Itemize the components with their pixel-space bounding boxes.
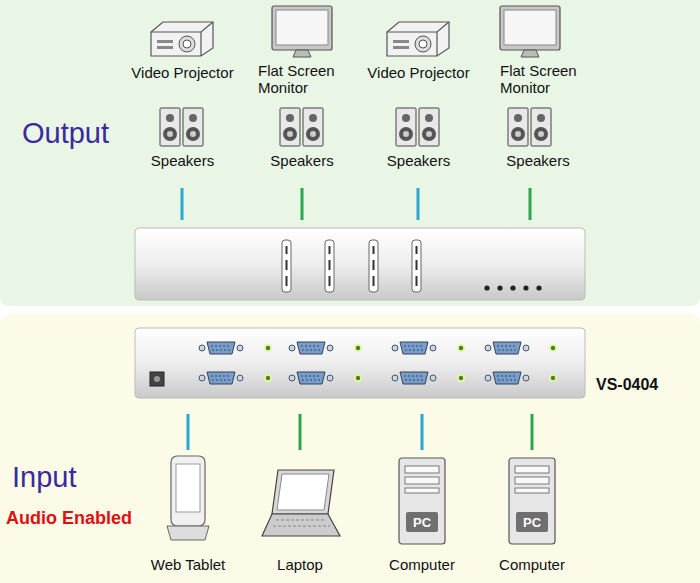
speaker-icon (508, 108, 551, 146)
output-device: Flat Screen MonitorSpeakers (252, 4, 352, 182)
input-panel (0, 314, 700, 583)
section-title: Output (22, 117, 109, 150)
switch-rear-panel (135, 228, 585, 300)
node-label: Speakers (486, 152, 590, 169)
projector-icon (151, 22, 213, 56)
output-device: Flat Screen MonitorSpeakers (486, 4, 590, 182)
web-tablet-icon (167, 456, 209, 540)
computer-icon (399, 458, 445, 544)
monitor-icon (500, 6, 560, 57)
kvm-switch: VS-0404 (135, 328, 690, 398)
section-title: Input (12, 461, 77, 494)
input-device: Computer (372, 452, 472, 577)
node-label: Video Projector (120, 64, 245, 81)
video-cable (531, 414, 534, 450)
projector-icon (387, 22, 449, 56)
output-panel (0, 0, 700, 306)
node-label: Computer (482, 556, 582, 573)
section-note: Audio Enabled (6, 507, 132, 529)
monitor-icon (272, 6, 332, 57)
node-label: Web Tablet (138, 556, 238, 573)
switch-front-panel (135, 328, 585, 398)
speaker-icon (280, 108, 323, 146)
video-cable (421, 414, 424, 450)
video-cable (187, 414, 190, 450)
output-device: Video ProjectorSpeakers (356, 8, 481, 182)
video-cable (299, 414, 302, 450)
node-label: Speakers (120, 152, 245, 169)
node-label: VS-0404 (596, 375, 682, 394)
speaker-icon (396, 108, 439, 146)
input-device: Web Tablet (138, 452, 238, 577)
node-label: Flat Screen Monitor (500, 62, 592, 96)
node-label: Video Projector (356, 64, 481, 81)
icon-badge: PC (407, 514, 437, 531)
laptop-icon (262, 470, 340, 536)
output-cable (182, 188, 530, 220)
input-device: Laptop (252, 452, 348, 577)
node-label: Flat Screen Monitor (258, 62, 350, 96)
input-device: Computer (482, 452, 582, 577)
node-label: Laptop (252, 556, 348, 573)
output-device: Video ProjectorSpeakers (120, 8, 245, 182)
computer-icon (509, 458, 555, 544)
icon-badge: PC (517, 514, 547, 531)
node-label: Computer (372, 556, 472, 573)
speaker-icon (160, 108, 203, 146)
node-label: Speakers (356, 152, 481, 169)
node-label: Speakers (252, 152, 352, 169)
